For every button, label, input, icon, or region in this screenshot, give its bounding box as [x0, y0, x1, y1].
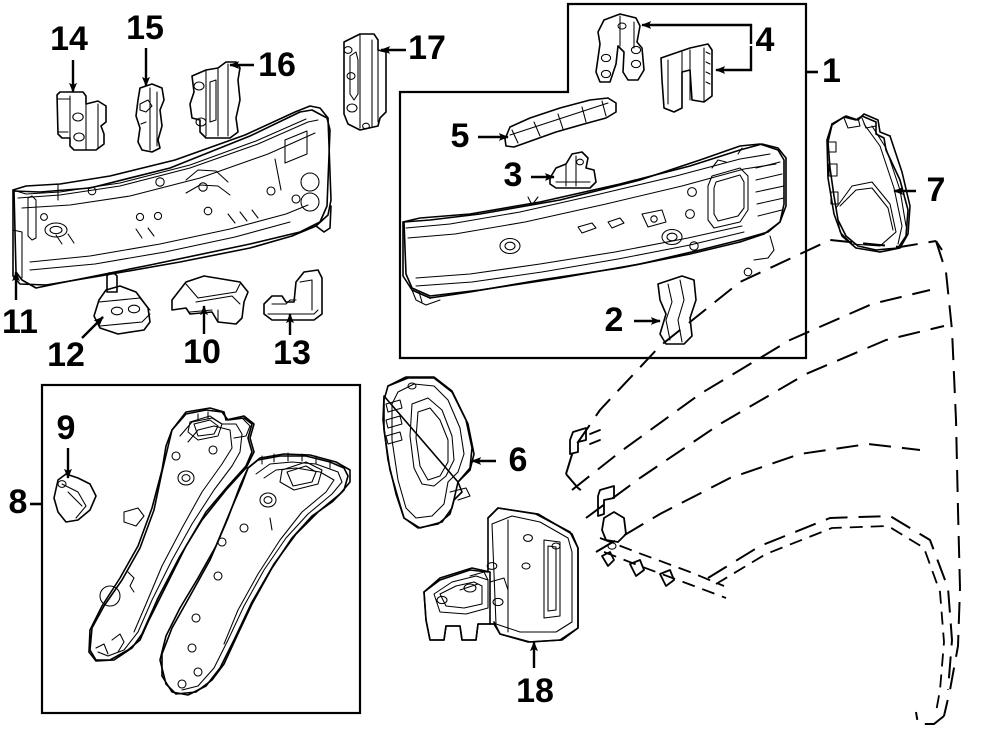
part-3-hood-latch-support-bracket — [549, 151, 597, 189]
group-box-apron-upper — [398, 2, 808, 360]
part-1-apron-main-panel — [402, 143, 787, 306]
part-8-hinge-pillar-panel-right — [159, 452, 351, 696]
callout-number-12: 12 — [47, 336, 85, 374]
callout-number-3: 3 — [504, 156, 523, 194]
part-7-cowl-side-panel — [826, 113, 911, 253]
callout-number-17: 17 — [408, 29, 446, 67]
group-box-hinge-pillar — [40, 383, 362, 715]
callout-number-10: 10 — [183, 333, 221, 371]
part-4-apron-upper-bracket-left — [595, 13, 645, 83]
part-8-hinge-pillar-panel-left — [88, 407, 255, 662]
callout-number-4: 4 — [756, 21, 775, 59]
callout-number-1: 1 — [822, 52, 841, 90]
part-5-apron-upper-rail-tube — [504, 97, 617, 148]
callout-number-9: 9 — [57, 409, 76, 447]
part-6-wheelhouse-inner-bracket — [382, 376, 475, 529]
callout-number-8: 8 — [9, 483, 28, 521]
part-10-frame-rail-bracket-center — [171, 275, 249, 325]
callout-number-16: 16 — [258, 46, 296, 84]
part-2-apron-lower-reinforcement — [657, 275, 697, 345]
phantom-front-fender-panel — [565, 239, 961, 725]
callout-number-15: 15 — [126, 9, 164, 47]
callout-number-7: 7 — [927, 171, 946, 209]
part-18-radiator-support-lower-bracket — [423, 507, 579, 643]
part-13-frame-rail-bracket-right — [263, 269, 323, 321]
part-12-bumper-mount-stud-bracket — [93, 272, 151, 335]
callout-number-11: 11 — [2, 303, 38, 341]
callout-number-2: 2 — [605, 301, 624, 339]
callout-number-5: 5 — [451, 117, 470, 155]
callout-number-14: 14 — [50, 20, 88, 58]
part-9-hinge-pillar-small-bracket — [53, 473, 97, 523]
leader-4 — [641, 21, 753, 74]
part-17-reinforcement-plate-d — [343, 33, 387, 131]
part-14-reinforcement-plate-a — [56, 91, 107, 151]
leader-12 — [81, 316, 104, 339]
callout-number-6: 6 — [509, 441, 528, 479]
part-4-apron-upper-bracket-right — [660, 43, 713, 113]
callout-number-13: 13 — [273, 334, 311, 372]
callout-number-18: 18 — [516, 672, 554, 710]
part-16-reinforcement-plate-c — [189, 61, 241, 139]
part-15-reinforcement-plate-b — [135, 83, 165, 153]
